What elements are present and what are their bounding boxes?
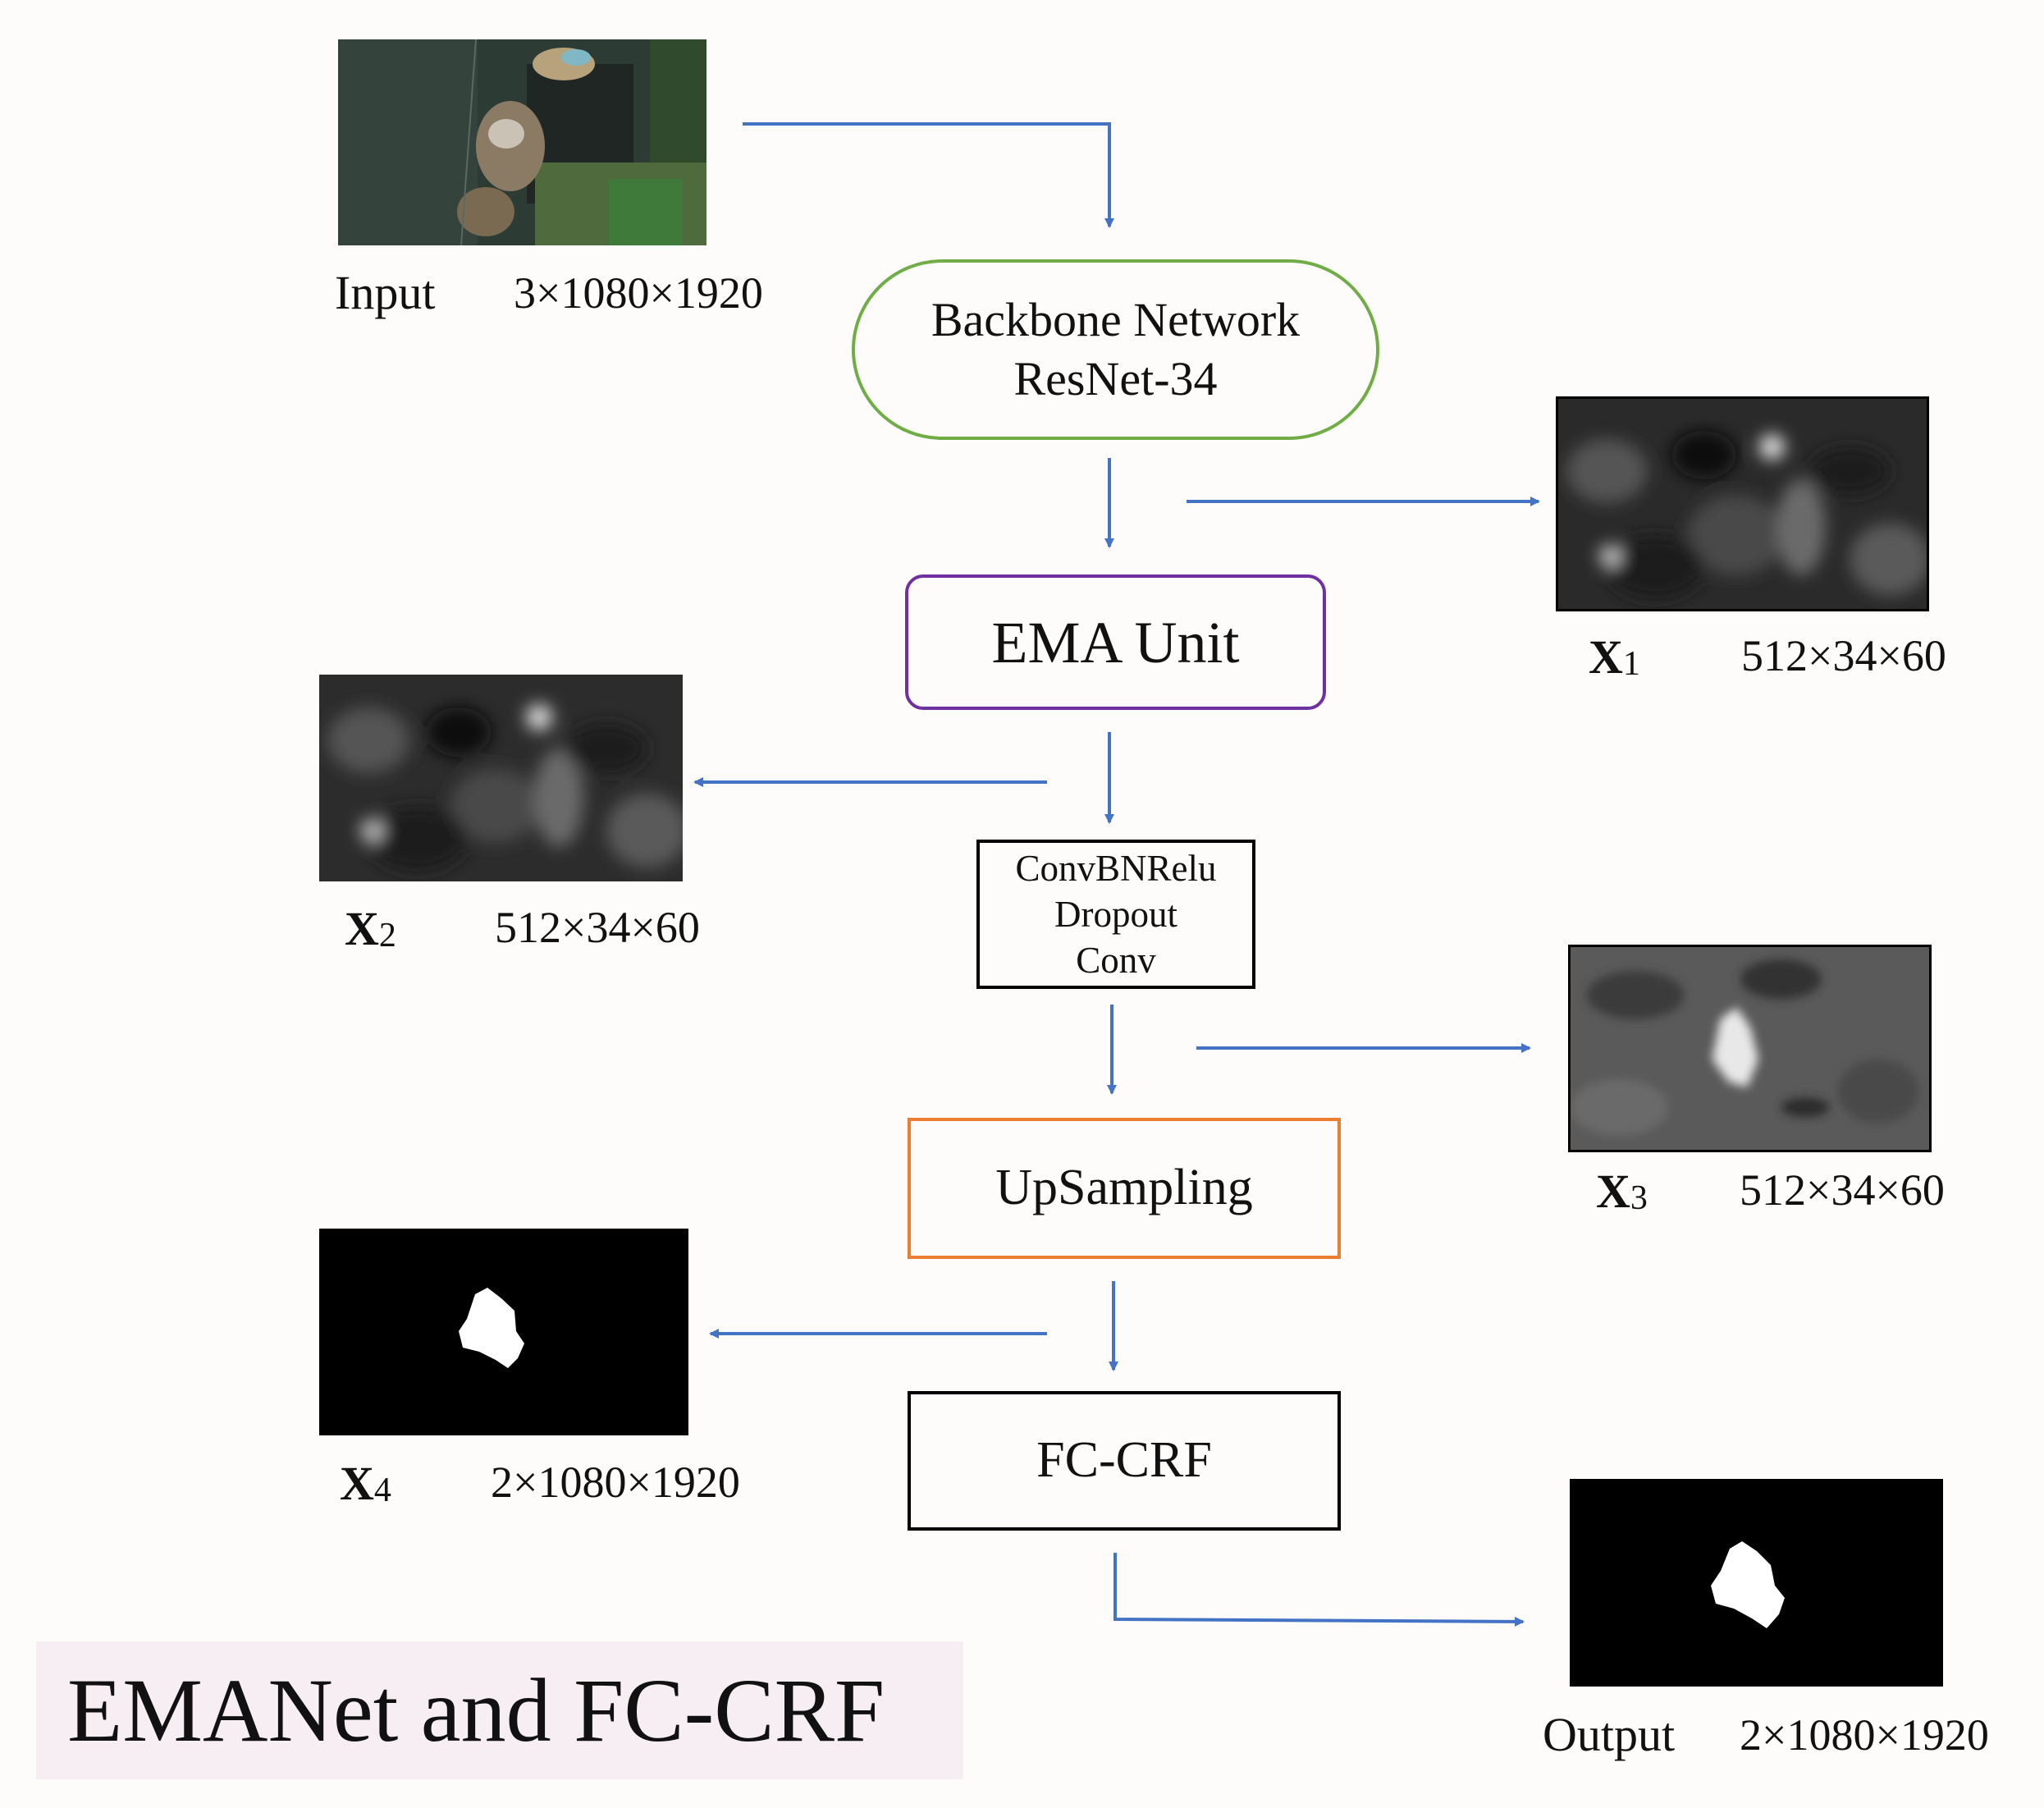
input-image (338, 39, 706, 245)
arrow-input-to-backbone (743, 122, 1114, 228)
fccrf-label: FC-CRF (1036, 1432, 1212, 1489)
arrow-fccrf-to-output (1113, 1553, 1525, 1627)
x4-symbol: X4 (340, 1457, 391, 1510)
fccrf-node: FC-CRF (908, 1391, 1341, 1531)
upsampling-node: UpSampling (908, 1118, 1341, 1259)
x1-symbol: X1 (1589, 630, 1640, 684)
x2-symbol: X2 (345, 902, 396, 955)
backbone-label: Backbone Network (931, 292, 1301, 346)
page-title: EMANet and FC-CRF (67, 1660, 885, 1760)
conv-line-1: ConvBNRelu (1015, 847, 1217, 889)
x2-dims: 512×34×60 (495, 903, 700, 952)
conv-dropout-node: ConvBNRelu Dropout Conv (976, 840, 1255, 989)
title-banner: EMANet and FC-CRF (36, 1641, 963, 1779)
input-label: Input (335, 266, 436, 319)
output-image (1570, 1479, 1943, 1687)
output-dims: 2×1080×1920 (1740, 1710, 1989, 1760)
x3-symbol: X3 (1596, 1165, 1648, 1218)
feature-map-x2 (319, 675, 683, 881)
upsampling-label: UpSampling (995, 1160, 1253, 1216)
feature-map-x4 (319, 1229, 688, 1435)
backbone-model: ResNet-34 (1013, 352, 1218, 405)
x4-dims: 2×1080×1920 (491, 1458, 740, 1507)
feature-map-x3 (1568, 945, 1932, 1152)
ema-label: EMA Unit (991, 609, 1240, 675)
x3-dims: 512×34×60 (1740, 1165, 1945, 1215)
backbone-network-node: Backbone Network ResNet-34 (852, 259, 1379, 440)
input-dims: 3×1080×1920 (514, 268, 763, 318)
ema-unit-node: EMA Unit (905, 574, 1326, 710)
conv-line-2: Dropout (1054, 893, 1177, 935)
output-label: Output (1543, 1708, 1676, 1761)
feature-map-x1 (1556, 396, 1929, 611)
x1-dims: 512×34×60 (1741, 631, 1946, 680)
conv-line-3: Conv (1076, 940, 1156, 982)
